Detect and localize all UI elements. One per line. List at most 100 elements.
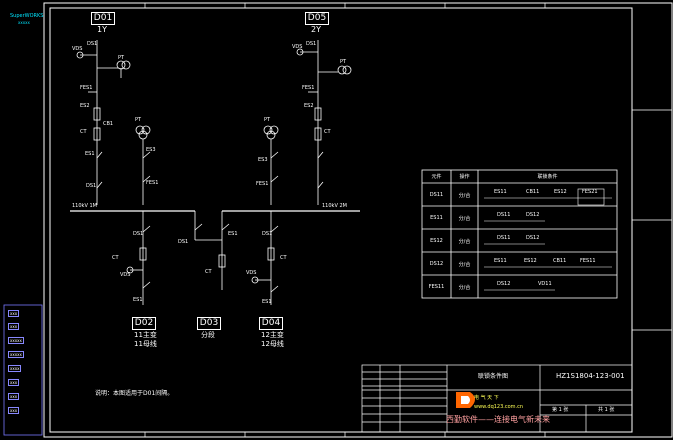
device-label-d02-es: ES1 bbox=[133, 297, 143, 303]
table-cond-contact: ES11 bbox=[494, 258, 507, 264]
device-label-es3: ES3 bbox=[146, 147, 156, 153]
device-label-pt: PT bbox=[118, 55, 125, 61]
table-cond-contact: ES12 bbox=[554, 189, 567, 195]
bay-tag-d01: D01 bbox=[91, 12, 115, 25]
bay-d04-lines bbox=[251, 211, 279, 305]
device-label-ds: DS1 bbox=[87, 41, 98, 47]
title-block-grid bbox=[361, 364, 633, 433]
device-label-ct: CT bbox=[80, 129, 87, 135]
table-cond-contact: DS12 bbox=[526, 235, 540, 241]
watermark-slogan: 西勤软件——连接电气新未来 bbox=[446, 415, 550, 424]
left-strip-frame bbox=[3, 304, 43, 436]
table-cond-contact: FES11 bbox=[580, 258, 596, 264]
device-label-es: ES2 bbox=[80, 103, 90, 109]
table-cond-contact: VD11 bbox=[538, 281, 552, 287]
table-cell-element: DS12 bbox=[429, 261, 444, 267]
left-strip-item: xxx bbox=[8, 379, 20, 386]
device-label-pt2: PT bbox=[135, 117, 142, 123]
interlock-table-grid bbox=[421, 169, 618, 299]
bus-label-1m: 110kV 1M bbox=[72, 203, 97, 209]
table-cell-op: 分/合 bbox=[458, 216, 471, 222]
table-cell-op: 分/合 bbox=[458, 239, 471, 245]
device-label-d04-vds: VDS bbox=[246, 270, 257, 276]
device-label-vds: VDS bbox=[72, 46, 83, 52]
bay-d03-lines bbox=[194, 211, 230, 290]
device-label-d02-ct: CT bbox=[112, 255, 119, 261]
device-label-cb: CB1 bbox=[103, 121, 114, 127]
table-cell-element: ES11 bbox=[430, 215, 443, 221]
drawing-note: 说明：本图适用于D01间隔。 bbox=[95, 390, 174, 397]
bay-tag-d03: D03 bbox=[197, 317, 221, 330]
bay-d05-lines bbox=[263, 40, 352, 205]
sheet-total: 共 1 张 bbox=[598, 407, 615, 413]
bay-name-d01: 1Y bbox=[97, 25, 107, 34]
table-cond-contact: DS11 bbox=[497, 212, 511, 218]
table-cell-element: ES12 bbox=[430, 238, 443, 244]
device-label-pt2-r: PT bbox=[264, 117, 271, 123]
watermark-url: www.dq123.com.cn bbox=[474, 404, 524, 410]
table-cell-element: FES11 bbox=[428, 284, 445, 290]
table-cond-contact: DS11 bbox=[497, 235, 511, 241]
device-label-ds-r: DS1 bbox=[306, 41, 317, 47]
inner-frame bbox=[49, 7, 633, 433]
drawing-title: 联锁条件图 bbox=[478, 373, 509, 380]
device-label-pt-r: PT bbox=[340, 59, 347, 65]
sheet-number: 第 1 张 bbox=[552, 407, 569, 413]
device-label-fes2: FES1 bbox=[146, 180, 159, 186]
device-label-es-r: ES2 bbox=[304, 103, 314, 109]
table-cond-contact: CB11 bbox=[526, 189, 540, 195]
table-cell-element: DS11 bbox=[429, 192, 444, 198]
left-strip-subtitle: xxxxx bbox=[18, 20, 30, 25]
device-label-d02-vds: VDS bbox=[120, 272, 131, 278]
device-label-fes-r: FES1 bbox=[302, 85, 315, 91]
table-cond-contact: ES12 bbox=[524, 258, 537, 264]
device-label-fes: FES1 bbox=[80, 85, 93, 91]
table-cell-op: 分/合 bbox=[458, 193, 471, 199]
watermark-site: 电 气 天 下 bbox=[474, 395, 499, 401]
table-cell-op: 分/合 bbox=[458, 262, 471, 268]
device-label-ct-r: CT bbox=[324, 129, 331, 135]
device-label-vds-r: VDS bbox=[292, 44, 303, 50]
left-strip-item: xxx bbox=[8, 323, 20, 330]
table-header-element: 元件 bbox=[431, 174, 442, 180]
device-label-d04-ds: DS1 bbox=[262, 231, 273, 237]
table-cell-op: 分/合 bbox=[458, 285, 471, 291]
device-label-d03-ct: CT bbox=[205, 269, 212, 275]
left-strip-item: xxx bbox=[8, 407, 20, 414]
bay-d02-line2: 11母线 bbox=[134, 340, 157, 348]
device-label-d04-es: ES1 bbox=[262, 299, 272, 305]
bay-d04-line1: 12主变 bbox=[261, 331, 284, 339]
device-label-d02-ds: DS1 bbox=[133, 231, 144, 237]
left-strip-item: xxxx bbox=[8, 365, 22, 372]
device-label-d03-es: ES1 bbox=[228, 231, 238, 237]
table-header-op: 操作 bbox=[459, 174, 470, 180]
bay-d03-line1: 分段 bbox=[201, 331, 215, 339]
bay-name-d05: 2Y bbox=[311, 25, 321, 34]
bay-d02-lines bbox=[126, 211, 151, 305]
drawing-number: HZ1S1804-123-001 bbox=[556, 372, 625, 380]
dq123-logo-icon bbox=[456, 392, 475, 408]
left-strip-item: xxx bbox=[8, 393, 20, 400]
device-label-es3-r: ES3 bbox=[258, 157, 268, 163]
left-strip-item: xxxxx bbox=[8, 351, 24, 358]
left-strip-item: xxx bbox=[8, 310, 20, 317]
bay-tag-d02: D02 bbox=[132, 317, 156, 330]
table-cond-contact: DS12 bbox=[497, 281, 511, 287]
interlock-contact-lines bbox=[484, 188, 612, 291]
bus-label-2m: 110kV 2M bbox=[322, 203, 347, 209]
table-header-cond: 联锁条件 bbox=[537, 174, 558, 180]
device-label-fes2-r: FES1 bbox=[256, 181, 269, 187]
device-label-d04-ct: CT bbox=[280, 255, 287, 261]
left-strip-item: xxxxx bbox=[8, 337, 24, 344]
left-strip-title: SuperWORKS bbox=[10, 13, 44, 19]
bay-d01-lines bbox=[76, 40, 151, 205]
bay-d02-line1: 11主变 bbox=[134, 331, 157, 339]
bay-d04-line2: 12母线 bbox=[261, 340, 284, 348]
device-label-d03-ds: DS1 bbox=[178, 239, 189, 245]
table-cond-contact: FES21 bbox=[582, 189, 598, 195]
table-cond-contact: ES11 bbox=[494, 189, 507, 195]
device-label-es1: ES1 bbox=[85, 151, 95, 157]
device-label-ds1: DS1 bbox=[86, 183, 97, 189]
table-cond-contact: DS12 bbox=[526, 212, 540, 218]
